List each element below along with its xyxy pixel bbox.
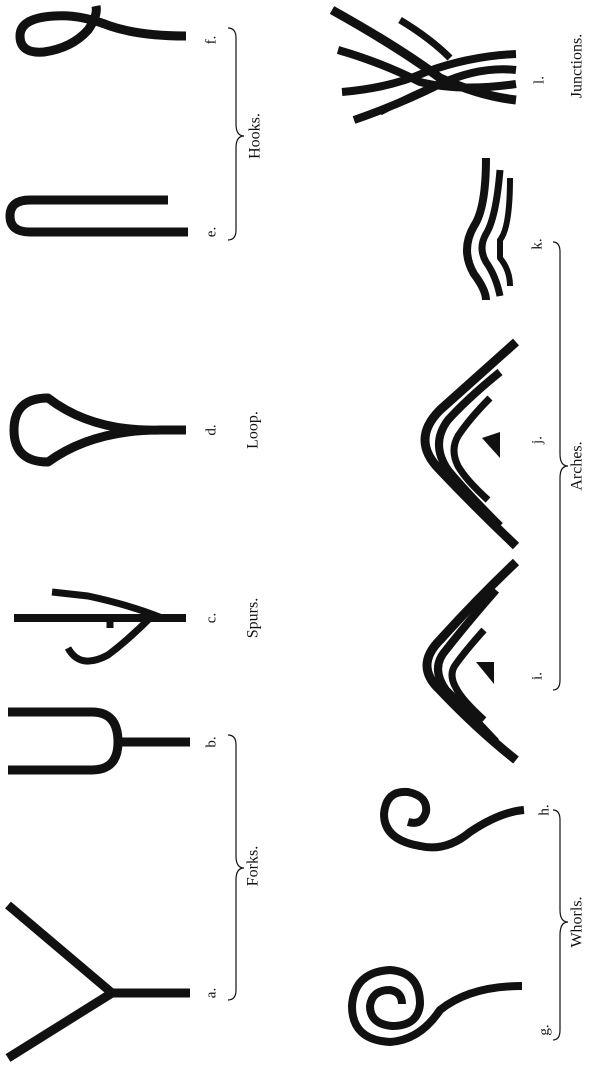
hooks-brace	[228, 28, 244, 240]
loop-figure-d	[14, 398, 186, 462]
whorls-group-label: Whorls.	[569, 896, 586, 947]
forks-group-label: Forks.	[245, 846, 262, 886]
figure-label-c: c.	[203, 613, 219, 623]
forks-brace	[228, 735, 244, 1000]
arch-figure-i	[427, 562, 516, 760]
figure-label-f: f.	[203, 36, 219, 45]
figure-label-l: l.	[531, 76, 547, 84]
junctions-group-label: Junctions.	[569, 34, 586, 98]
figure-label-j: j.	[529, 436, 545, 445]
figure-label-g: g.	[536, 1024, 552, 1035]
fork-figure-a	[8, 905, 190, 1058]
figure-label-b: b.	[203, 736, 219, 747]
arch-figure-j	[425, 342, 516, 546]
hooks-group-label: Hooks.	[247, 113, 264, 159]
hook-figure-e	[10, 200, 188, 232]
figure-label-a: a.	[203, 988, 219, 998]
spur-figure-c	[14, 592, 186, 661]
junction-figure-l	[332, 10, 516, 120]
figure-label-i: i.	[529, 672, 545, 680]
fork-figure-b	[8, 712, 190, 770]
figure-label-d: d.	[203, 424, 219, 435]
hook-figure-f	[20, 6, 186, 52]
loop-group-label: Loop.	[245, 411, 262, 449]
arch-figure-k	[467, 158, 510, 300]
whorls-brace	[553, 810, 568, 1040]
figure-label-k: k.	[529, 238, 545, 249]
whorl-figure-g	[352, 970, 522, 1042]
arches-group-label: Arches.	[569, 441, 586, 490]
whorl-figure-h	[384, 792, 524, 848]
figure-label-e: e.	[203, 227, 219, 237]
arches-brace	[553, 242, 568, 690]
figure-label-h: h.	[536, 804, 552, 815]
spurs-group-label: Spurs.	[245, 598, 262, 638]
